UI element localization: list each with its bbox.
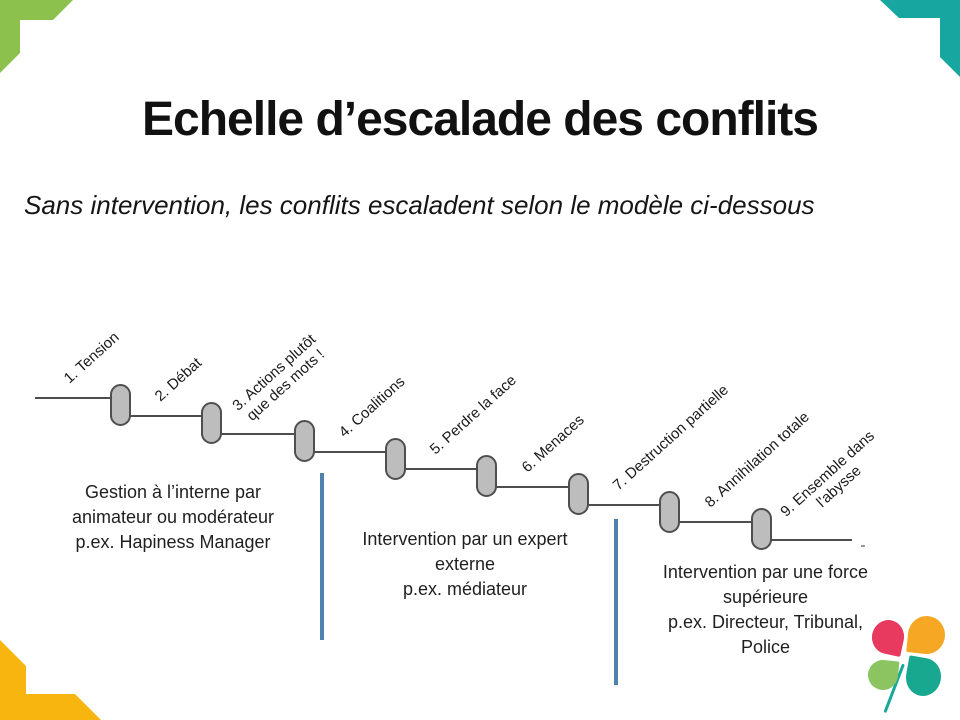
step-label-1: 1. Tension <box>60 328 123 387</box>
step-connector-line <box>201 433 305 435</box>
clover-petal-orange <box>906 614 947 656</box>
divider-line <box>614 519 618 685</box>
step-node-pill <box>476 455 497 497</box>
step-connector-line <box>659 521 762 523</box>
step-node-pill <box>568 473 589 515</box>
step-connector-line <box>110 415 212 417</box>
corner-accent-yellow-icon <box>0 640 101 720</box>
step-connector-line <box>385 468 487 470</box>
clover-petal-pink <box>868 617 908 657</box>
clover-logo-icon <box>866 614 956 718</box>
step-node-pill <box>110 384 131 426</box>
corner-accent-green-icon <box>0 0 73 73</box>
step-node-pill <box>751 508 772 550</box>
step-connector-line <box>35 397 121 399</box>
step-node-pill <box>385 438 406 480</box>
step-label-3: 3. Actions plutôt que des mots ! <box>229 330 328 425</box>
step-label-6: 6. Menaces <box>518 411 588 476</box>
step-connector-line <box>751 539 852 541</box>
step-label-5: 5. Perdre la face <box>426 371 520 458</box>
step-connector-line <box>476 486 579 488</box>
step-node-pill <box>659 491 680 533</box>
step-connector-line <box>294 451 396 453</box>
slide-subtitle: Sans intervention, les conflits escalade… <box>24 190 815 220</box>
clover-petal-teal <box>902 655 945 699</box>
step-node-pill <box>294 420 315 462</box>
step-label-4: 4. Coalitions <box>335 373 409 441</box>
slide-title: Echelle d’escalade des conflits <box>142 93 819 147</box>
note-external-expert: Intervention par un expert externe p.ex.… <box>362 529 568 599</box>
stray-mark <box>861 545 865 547</box>
step-label-9: 9. Ensemble dans l'abysse <box>777 427 878 521</box>
note-internal-management: Gestion à l’interne par animateur ou mod… <box>71 482 275 552</box>
note-superior-force: Intervention par une force supérieure p.… <box>662 562 869 657</box>
step-node-pill <box>201 402 222 444</box>
step-label-2: 2. Débat <box>151 354 206 405</box>
divider-line <box>320 473 324 640</box>
corner-accent-teal-icon <box>880 0 960 77</box>
step-connector-line <box>568 504 670 506</box>
step-label-7: 7. Destruction partielle <box>609 381 732 494</box>
